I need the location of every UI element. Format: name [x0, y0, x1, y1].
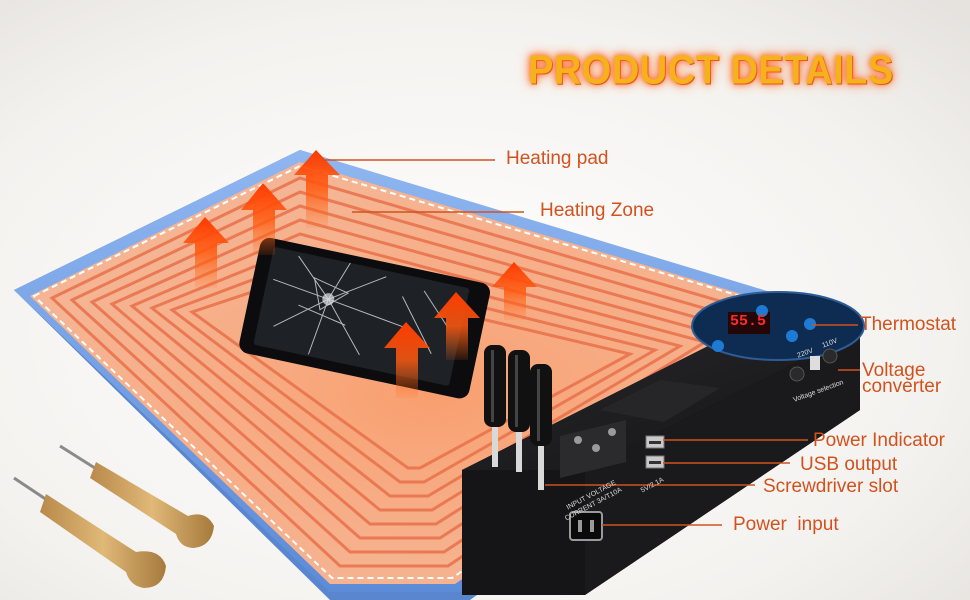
bone-opener-tool: [13, 444, 214, 588]
thermostat: [691, 291, 865, 361]
page-title: PRODUCT DETAILS: [528, 48, 894, 94]
callout-heating-zone: Heating Zone: [540, 200, 655, 221]
power-socket-icon: [569, 511, 603, 541]
callout-screwdriver-slot: Screwdriver slot: [763, 476, 899, 497]
callout-power-indicator: Power Indicator: [813, 430, 946, 451]
screwdriver: [484, 345, 552, 490]
callout-thermostat: Thermostat: [860, 314, 957, 335]
thermostat-display: 55.5: [730, 313, 767, 330]
callout-voltage-converter-line1: Voltage: [862, 360, 926, 381]
voltage-converter: [789, 348, 838, 382]
usb-port-icon: [645, 435, 665, 469]
heat-arrow-icon: [183, 150, 537, 398]
callout-lines: [322, 159, 860, 526]
screwdriver-slot: [560, 420, 626, 478]
callout-power-input: Power input: [733, 514, 839, 535]
callout-usb-output: USB output: [800, 454, 898, 475]
callout-heating-pad: Heating pad: [506, 148, 609, 169]
callout-voltage-converter-line2: converter: [862, 376, 942, 397]
